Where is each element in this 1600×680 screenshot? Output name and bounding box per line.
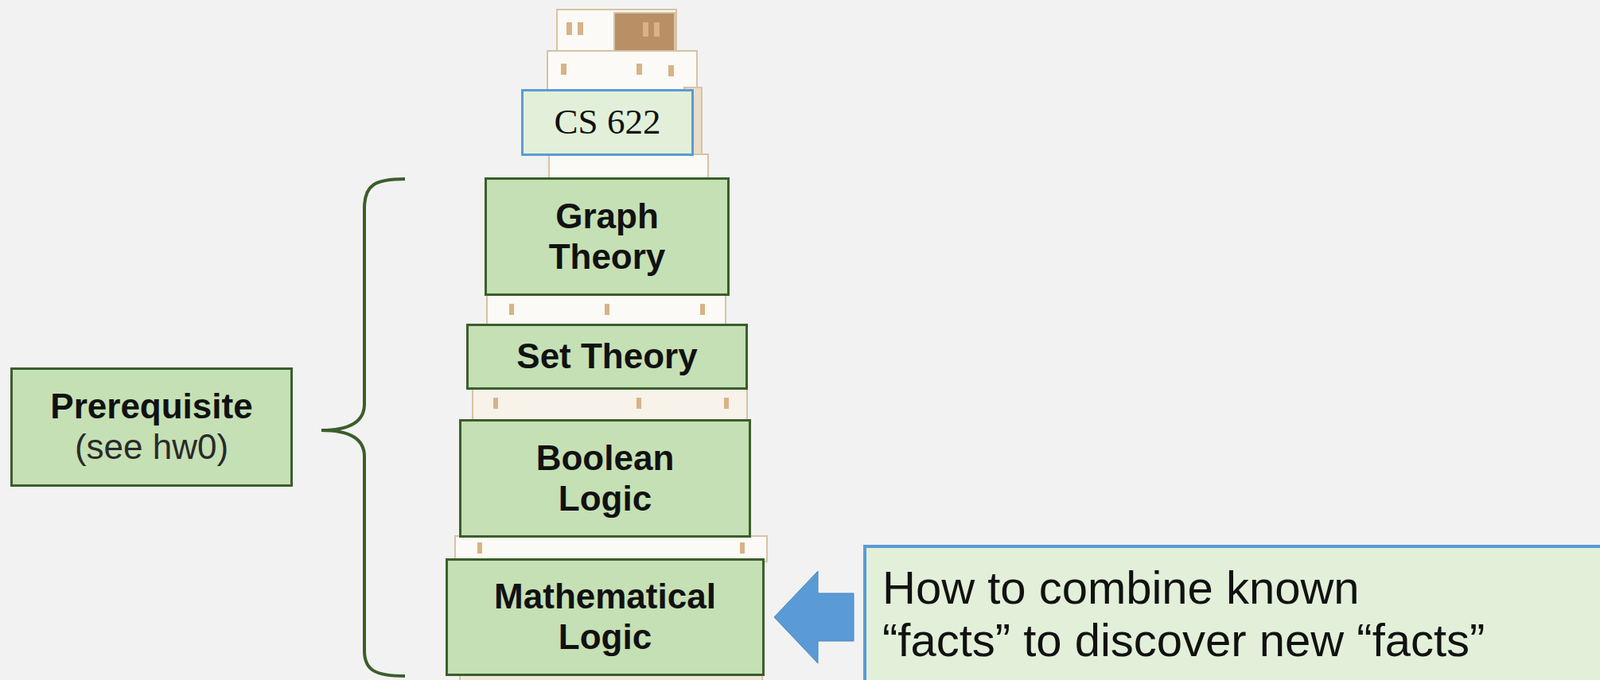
window-mark	[668, 65, 674, 77]
window-mark	[654, 22, 660, 37]
node-label: How to combine known “facts” to discover…	[882, 561, 1591, 666]
topic-block: Boolean Logic	[459, 419, 752, 538]
topic-block: Mathematical Logic	[445, 558, 765, 677]
prerequisite-box: Prerequisite(see hw0)	[10, 367, 293, 487]
node-label: Mathematical Logic	[470, 576, 741, 658]
window-mark	[636, 63, 643, 75]
toy-block	[556, 9, 677, 54]
node-label: Boolean Logic	[502, 438, 709, 519]
node-label: Prerequisite	[50, 386, 253, 428]
window-mark	[724, 397, 729, 409]
toy-block	[472, 388, 748, 422]
node-label: Graph Theory	[507, 196, 707, 277]
topic-block: Set Theory	[466, 323, 748, 390]
toy-block	[548, 154, 709, 180]
window-mark	[739, 542, 745, 554]
node-note: (see hw0)	[74, 427, 229, 468]
window-mark	[493, 397, 499, 409]
node-label: Set Theory	[516, 336, 697, 378]
window-mark	[642, 22, 649, 37]
window-mark	[477, 542, 483, 554]
window-mark	[636, 397, 642, 409]
topic-block: Graph Theory	[484, 177, 730, 296]
toy-block	[486, 294, 726, 327]
window-mark	[560, 63, 567, 75]
window-mark	[566, 22, 573, 36]
block-arrow	[774, 571, 854, 664]
window-mark	[577, 22, 584, 36]
node-label: CS 622	[554, 102, 662, 143]
window-mark	[700, 303, 705, 316]
curly-brace	[321, 179, 405, 677]
callout-box: How to combine known “facts” to discover…	[863, 545, 1600, 680]
toy-block	[547, 50, 697, 91]
course-box: CS 622	[521, 89, 694, 156]
window-mark	[509, 303, 514, 316]
window-mark	[604, 303, 610, 316]
toy-block	[614, 12, 675, 51]
